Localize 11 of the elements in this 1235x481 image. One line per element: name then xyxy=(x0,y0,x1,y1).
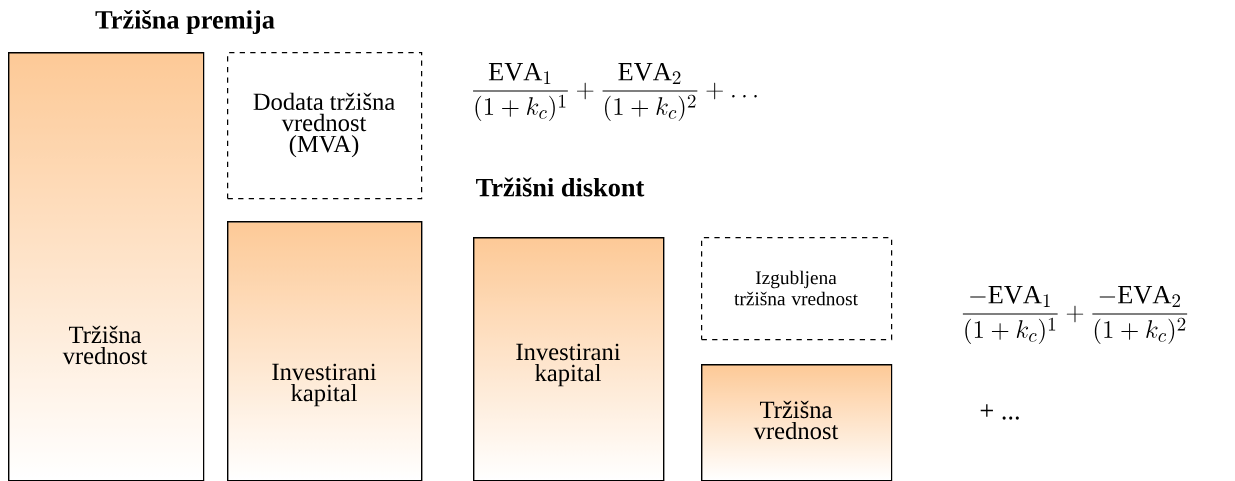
formula: + ... xyxy=(980,404,1019,420)
heading: Tržišni diskont xyxy=(476,177,645,197)
heading: Tržišna premija xyxy=(95,9,275,35)
dashed-box: Izgubljena tržišna vrednost xyxy=(701,237,893,341)
bar: Investirani kapital xyxy=(473,237,665,481)
dashed-box: Dodata tržišna vrednost (MVA) xyxy=(227,52,423,200)
formula: $\frac{\mathrm{EVA}_1}{(1+k_c)^1} + \frac{\mathrm{EVA}_2}{(1+k_c)^2} + \ldots$ xyxy=(473,62,757,122)
bar: Tržišna vrednost xyxy=(701,364,893,481)
bar: Tržišna vrednost xyxy=(8,52,205,481)
formula: $\frac{-\mathrm{EVA}_1}{(1+k_c)^1} + \frac{-\mathrm{EVA}_2}{(1+k_c)^2}$ xyxy=(962,285,1188,345)
bar: Investirani kapital xyxy=(227,221,423,481)
